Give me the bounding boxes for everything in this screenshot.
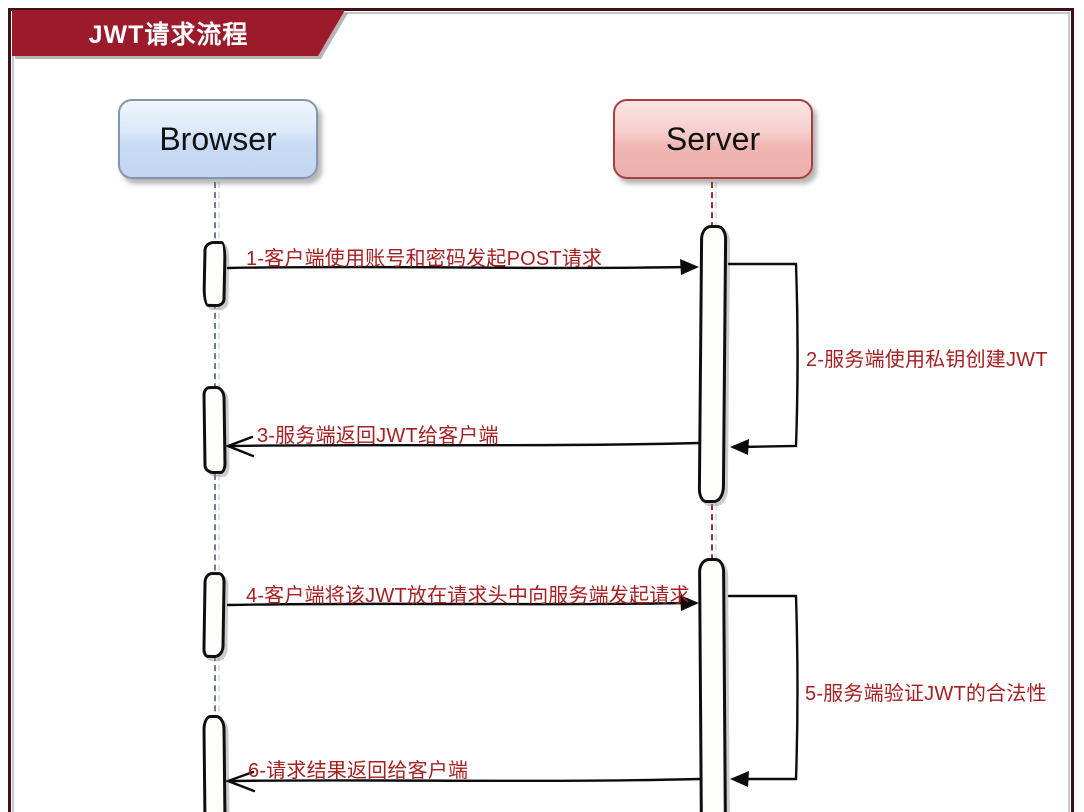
diagram-frame bbox=[8, 8, 1074, 812]
message-3-label: 3-服务端返回JWT给客户端 bbox=[257, 425, 499, 447]
message-2-label: 2-服务端使用私钥创建JWT bbox=[806, 349, 1048, 371]
participant-server: Server bbox=[613, 99, 813, 179]
diagram-frame-inner-line bbox=[12, 12, 1070, 812]
message-4-label: 4-客户端将该JWT放在请求头中向服务端发起请求 bbox=[246, 585, 690, 607]
activation-browser-3 bbox=[202, 571, 226, 659]
activation-server-1 bbox=[697, 224, 728, 504]
participant-server-label: Server bbox=[665, 120, 761, 157]
message-1-label: 1-客户端使用账号和密码发起POST请求 bbox=[246, 248, 603, 270]
activation-browser-2 bbox=[202, 385, 227, 475]
diagram-title: JWT请求流程 bbox=[88, 21, 249, 49]
title-banner: JWT请求流程 bbox=[12, 10, 345, 56]
message-5-label: 5-服务端验证JWT的合法性 bbox=[805, 683, 1047, 705]
participant-browser-label: Browser bbox=[159, 120, 277, 157]
lifeline-browser bbox=[214, 182, 220, 812]
message-6-label: 6-请求结果返回给客户端 bbox=[248, 760, 469, 782]
participant-browser: Browser bbox=[118, 99, 318, 179]
activation-server-2 bbox=[698, 557, 727, 812]
activation-browser-1 bbox=[202, 240, 227, 308]
activation-browser-4 bbox=[202, 714, 227, 812]
title-banner-shape: JWT请求流程 bbox=[12, 10, 345, 56]
